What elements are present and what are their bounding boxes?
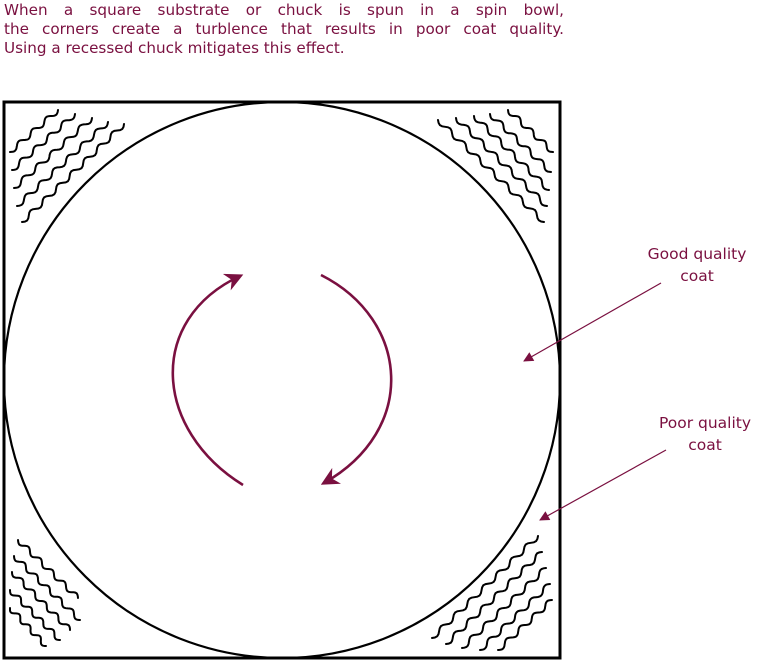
turbulence-bottom-right — [431, 535, 553, 651]
caption-line-1: When a square substrate or chuck is spun… — [4, 1, 564, 19]
turbulence-top-right — [437, 109, 554, 223]
turbulence-line — [13, 117, 93, 189]
turbulence-line — [437, 119, 545, 223]
turbulence-line — [473, 115, 550, 191]
turbulence-line — [431, 535, 539, 639]
poor-quality-line-1: Poor quality — [658, 414, 752, 432]
caption-text: When a square substrate or chuck is spun… — [4, 1, 564, 58]
good-quality-label: Good quality coat — [627, 243, 757, 287]
turbulence-line — [21, 123, 125, 223]
good-quality-pointer — [523, 282, 662, 362]
turbulence-line — [507, 109, 554, 153]
turbulence-line — [489, 113, 552, 173]
rotation-arrow-right — [320, 273, 393, 485]
good-quality-line-1: Good quality — [647, 245, 747, 263]
turbulence-line — [497, 599, 553, 651]
square-substrate — [2, 100, 562, 660]
good-quality-line-2: coat — [680, 267, 714, 285]
turbulence-line — [11, 571, 71, 631]
poor-quality-label: Poor quality coat — [635, 412, 757, 456]
turbulence-line — [9, 589, 61, 641]
spin-bowl-circle — [2, 100, 562, 660]
turbulence-bottom-left — [9, 539, 81, 647]
caption-line-3: Using a recessed chuck mitigates this ef… — [4, 39, 345, 57]
rotation-arrow-left — [171, 273, 244, 487]
turbulence-line — [479, 583, 551, 651]
caption-line-2: the corners create a turblence that resu… — [4, 20, 564, 38]
turbulence-line — [17, 539, 79, 599]
poor-quality-line-2: coat — [688, 436, 722, 454]
turbulence-line — [445, 551, 543, 645]
turbulence-line — [9, 109, 59, 153]
turbulence-line — [16, 121, 109, 207]
turbulence-line — [461, 567, 547, 649]
turbulence-line — [9, 607, 47, 647]
turbulence-line — [11, 113, 76, 171]
poor-quality-pointer — [539, 449, 667, 521]
turbulence-top-left — [9, 109, 125, 223]
turbulence-line — [13, 555, 81, 621]
turbulence-line — [455, 117, 548, 207]
